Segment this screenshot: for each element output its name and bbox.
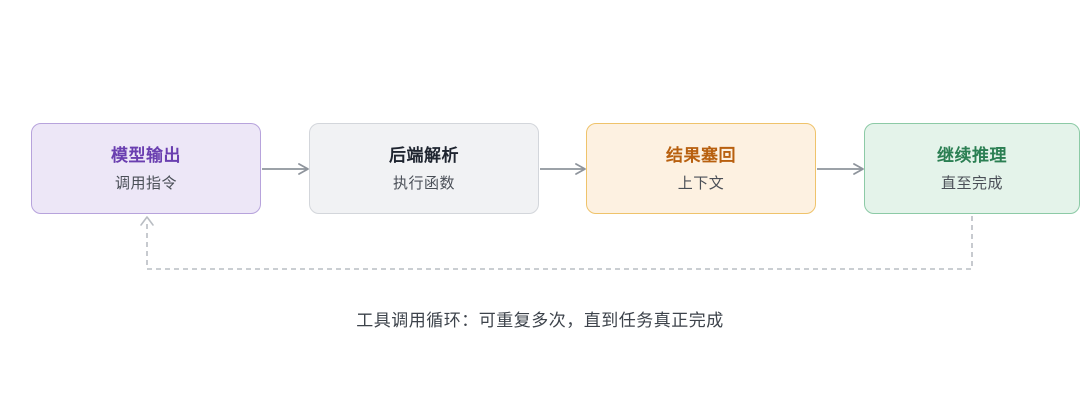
node-subtitle: 调用指令: [114, 173, 177, 192]
node-model-output: 模型输出 调用指令: [31, 123, 261, 214]
node-title: 结果塞回: [666, 145, 736, 166]
node-backend-parse: 后端解析 执行函数: [309, 123, 539, 214]
node-continue-reasoning: 继续推理 直至完成: [864, 123, 1080, 214]
node-title: 继续推理: [937, 145, 1007, 166]
node-title: 后端解析: [389, 145, 459, 166]
node-subtitle: 上下文: [677, 173, 725, 192]
node-result-return: 结果塞回 上下文: [586, 123, 816, 214]
node-title: 模型输出: [111, 145, 181, 166]
node-subtitle: 直至完成: [940, 173, 1003, 192]
loop-back-arrow: [146, 216, 973, 270]
diagram-caption: 工具调用循环：可重复多次，直到任务真正完成: [356, 311, 724, 331]
node-subtitle: 执行函数: [392, 173, 455, 192]
loop-arrowhead-icon: [140, 216, 154, 226]
